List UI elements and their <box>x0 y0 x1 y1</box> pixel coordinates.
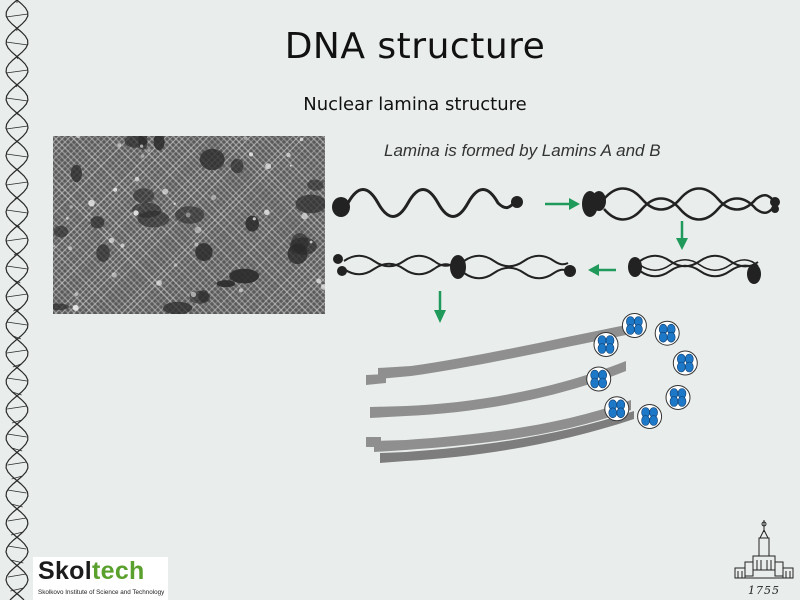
university-building-emblem <box>734 520 794 579</box>
lamin-head-to-tail-polymer <box>628 254 761 284</box>
emblem-year: 1755 <box>748 584 780 597</box>
arrow-left-icon <box>588 264 616 276</box>
protofilament-subunit <box>621 313 647 338</box>
arrow-right-icon <box>545 198 580 210</box>
slide-title: DNA structure <box>284 26 546 67</box>
protofilament-subunit <box>637 404 663 429</box>
protofilament-subunit <box>593 332 619 357</box>
arrow-down-icon <box>676 221 688 250</box>
arrow-down-icon <box>434 291 446 323</box>
lamin-assembly-diagram <box>332 187 780 463</box>
lamina-micrograph-image <box>53 136 325 314</box>
lamin-paired-polymers <box>333 254 576 280</box>
lamin-filament-bundle <box>366 313 698 463</box>
logo-word-part1: Skol <box>38 557 92 585</box>
lamin-monomer <box>332 188 523 218</box>
protofilament-subunit <box>586 366 612 392</box>
protofilament-subunit <box>654 320 680 346</box>
logo-word-part2: tech <box>92 557 145 585</box>
diagram-caption: Lamina is formed by Lamins A and B <box>384 141 661 160</box>
dna-strand-border <box>5 0 29 600</box>
skoltech-logo: Skoltech Skolkovo Institute of Science a… <box>33 557 168 600</box>
protofilament-subunit <box>672 350 698 376</box>
slide-subtitle: Nuclear lamina structure <box>303 94 527 115</box>
lamin-dimer <box>582 187 780 221</box>
logo-tagline: Skolkovo Institute of Science and Techno… <box>38 589 165 596</box>
protofilament-subunit <box>604 396 630 422</box>
protofilament-subunit <box>665 385 691 410</box>
